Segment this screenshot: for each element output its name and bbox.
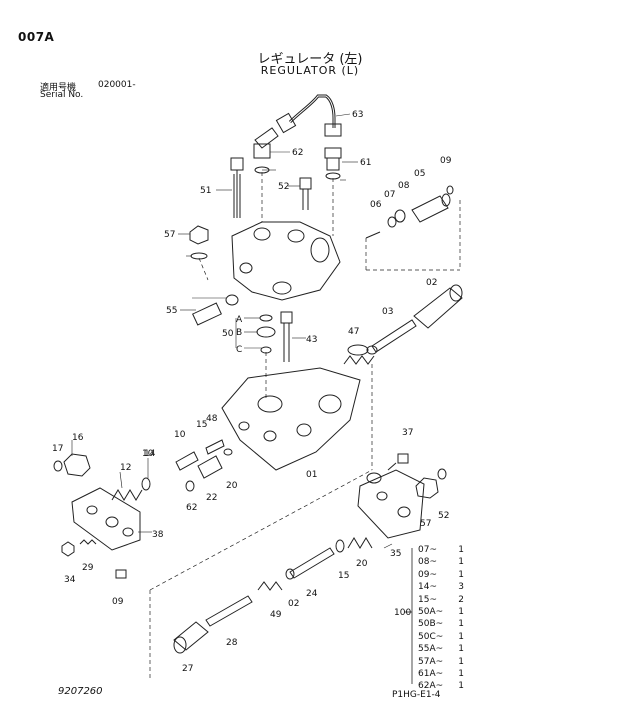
- callout-02: 02: [426, 278, 437, 288]
- assembly-part-quantity: 1: [458, 606, 464, 617]
- callout-07: 07: [384, 190, 395, 200]
- assembly-part-quantity: 3: [458, 582, 464, 593]
- assembly-part-quantity: 1: [458, 631, 464, 642]
- callout-22: 22: [206, 493, 217, 503]
- assembly-part-number: 57A~: [418, 656, 444, 667]
- callout-35: 35: [390, 549, 401, 559]
- callout-16: 16: [72, 433, 84, 443]
- drawing-number: 9207260: [58, 686, 103, 697]
- assembly-list-item: 57A~ 1: [418, 656, 464, 668]
- callout-38: 38: [152, 530, 164, 540]
- callout-63: 63: [352, 110, 363, 120]
- callout-09: 09: [440, 156, 452, 166]
- assembly-list-item: 07~ 1: [418, 544, 464, 556]
- callout-57: 57: [164, 230, 175, 240]
- callout-C: C: [236, 345, 242, 355]
- callout-20: 20: [226, 481, 238, 491]
- callout-52-repeat: 52: [438, 511, 449, 521]
- assembly-part-number: 09~: [418, 569, 437, 580]
- callout-24: 24: [306, 589, 318, 599]
- assembly-part-quantity: 1: [458, 681, 464, 692]
- callout-20-repeat: 20: [356, 559, 368, 569]
- callout-62: 62: [292, 148, 303, 158]
- callout-10-repeat: 10: [142, 449, 154, 459]
- assembly-part-number: 50A~: [418, 606, 444, 617]
- callout-28: 28: [226, 638, 238, 648]
- assembly-list-item: 50A~ 1: [418, 606, 464, 618]
- callout-55: 55: [166, 306, 177, 316]
- serial-label-japanese: 適用号機: [40, 83, 77, 93]
- assembly-part-number: 55A~: [418, 644, 444, 655]
- assembly-list-item: 61A~ 1: [418, 668, 464, 680]
- assembly-part-quantity: 2: [458, 594, 464, 605]
- callout-08: 08: [398, 181, 410, 191]
- callout-17: 17: [52, 444, 63, 454]
- assembly-part-quantity: 1: [458, 545, 464, 555]
- assembly-part-quantity: 1: [458, 656, 464, 667]
- callout-12: 12: [120, 463, 131, 473]
- callout-02-repeat: 02: [288, 599, 299, 609]
- callout-37: 37: [402, 428, 413, 438]
- callout-A: A: [236, 315, 243, 325]
- assembly-part-quantity: 1: [458, 569, 464, 580]
- callout-48: 48: [206, 414, 218, 424]
- assembly-list-item: 62A~ 1: [418, 680, 464, 692]
- title-japanese: レギュレータ (左): [257, 52, 363, 67]
- assembly-list-item: 50C~ 1: [418, 631, 464, 643]
- assembly-part-number: 50C~: [418, 631, 444, 642]
- assembly-list-item: 09~ 1: [418, 569, 464, 581]
- assembly-part-number: 61A~: [418, 668, 444, 679]
- assembly-list-item: 14~ 3: [418, 581, 464, 593]
- callout-61: 61: [360, 158, 371, 168]
- callout-03: 03: [382, 307, 393, 317]
- assembly-part-number: 07~: [418, 545, 437, 555]
- assembly-number: 100: [394, 608, 412, 618]
- callout-01: 01: [306, 470, 317, 480]
- assembly-part-quantity: 1: [458, 644, 464, 655]
- callout-62-repeat: 62: [186, 503, 197, 513]
- callout-51: 51: [200, 186, 211, 196]
- callout-34: 34: [64, 575, 76, 585]
- callout-43: 43: [306, 335, 317, 345]
- callout-05: 05: [414, 169, 425, 179]
- assembly-list-item: 55A~ 1: [418, 643, 464, 655]
- callout-29: 29: [82, 563, 94, 573]
- serial-value: 020001-: [98, 80, 136, 90]
- callout-27: 27: [182, 664, 193, 674]
- assembly-part-number: 62A~: [418, 681, 444, 692]
- callout-10: 10: [174, 430, 186, 440]
- assembly-part-quantity: 1: [458, 668, 464, 679]
- callout-47: 47: [348, 327, 359, 337]
- callout-15-repeat: 15: [338, 571, 349, 581]
- callout-09-repeat: 09: [112, 597, 124, 607]
- callout-50: 50: [222, 329, 234, 339]
- callout-57-repeat: 57: [420, 519, 431, 529]
- assembly-parts-list: 07~ 1 08~ 1 09~ 1 14~ 3 15~ 2 50A~ 1 50B~ 1 50C~ 1 55A~ 1…: [418, 544, 464, 693]
- assembly-list-item: 15~ 2: [418, 594, 464, 606]
- callout-B: B: [236, 328, 242, 338]
- assembly-list-item: 50B~ 1: [418, 618, 464, 630]
- assembly-part-number: 08~: [418, 557, 437, 568]
- serial-label-english: Serial No.: [40, 90, 84, 100]
- callout-06: 06: [370, 200, 382, 210]
- title-english: REGULATOR (L): [260, 64, 360, 77]
- sheet-code: P1HG-E1-4: [392, 690, 441, 700]
- callout-52: 52: [278, 182, 289, 192]
- assembly-part-number: 15~: [418, 594, 437, 605]
- assembly-part-number: 14~: [418, 582, 437, 593]
- callout-14: 14: [144, 449, 156, 459]
- assembly-list-item: 08~ 1: [418, 556, 464, 568]
- page-code: 007A: [18, 30, 55, 44]
- assembly-part-number: 50B~: [418, 619, 444, 630]
- callout-15: 15: [196, 420, 207, 430]
- assembly-part-quantity: 1: [458, 619, 464, 630]
- callout-49: 49: [270, 610, 282, 620]
- assembly-part-quantity: 1: [458, 557, 464, 568]
